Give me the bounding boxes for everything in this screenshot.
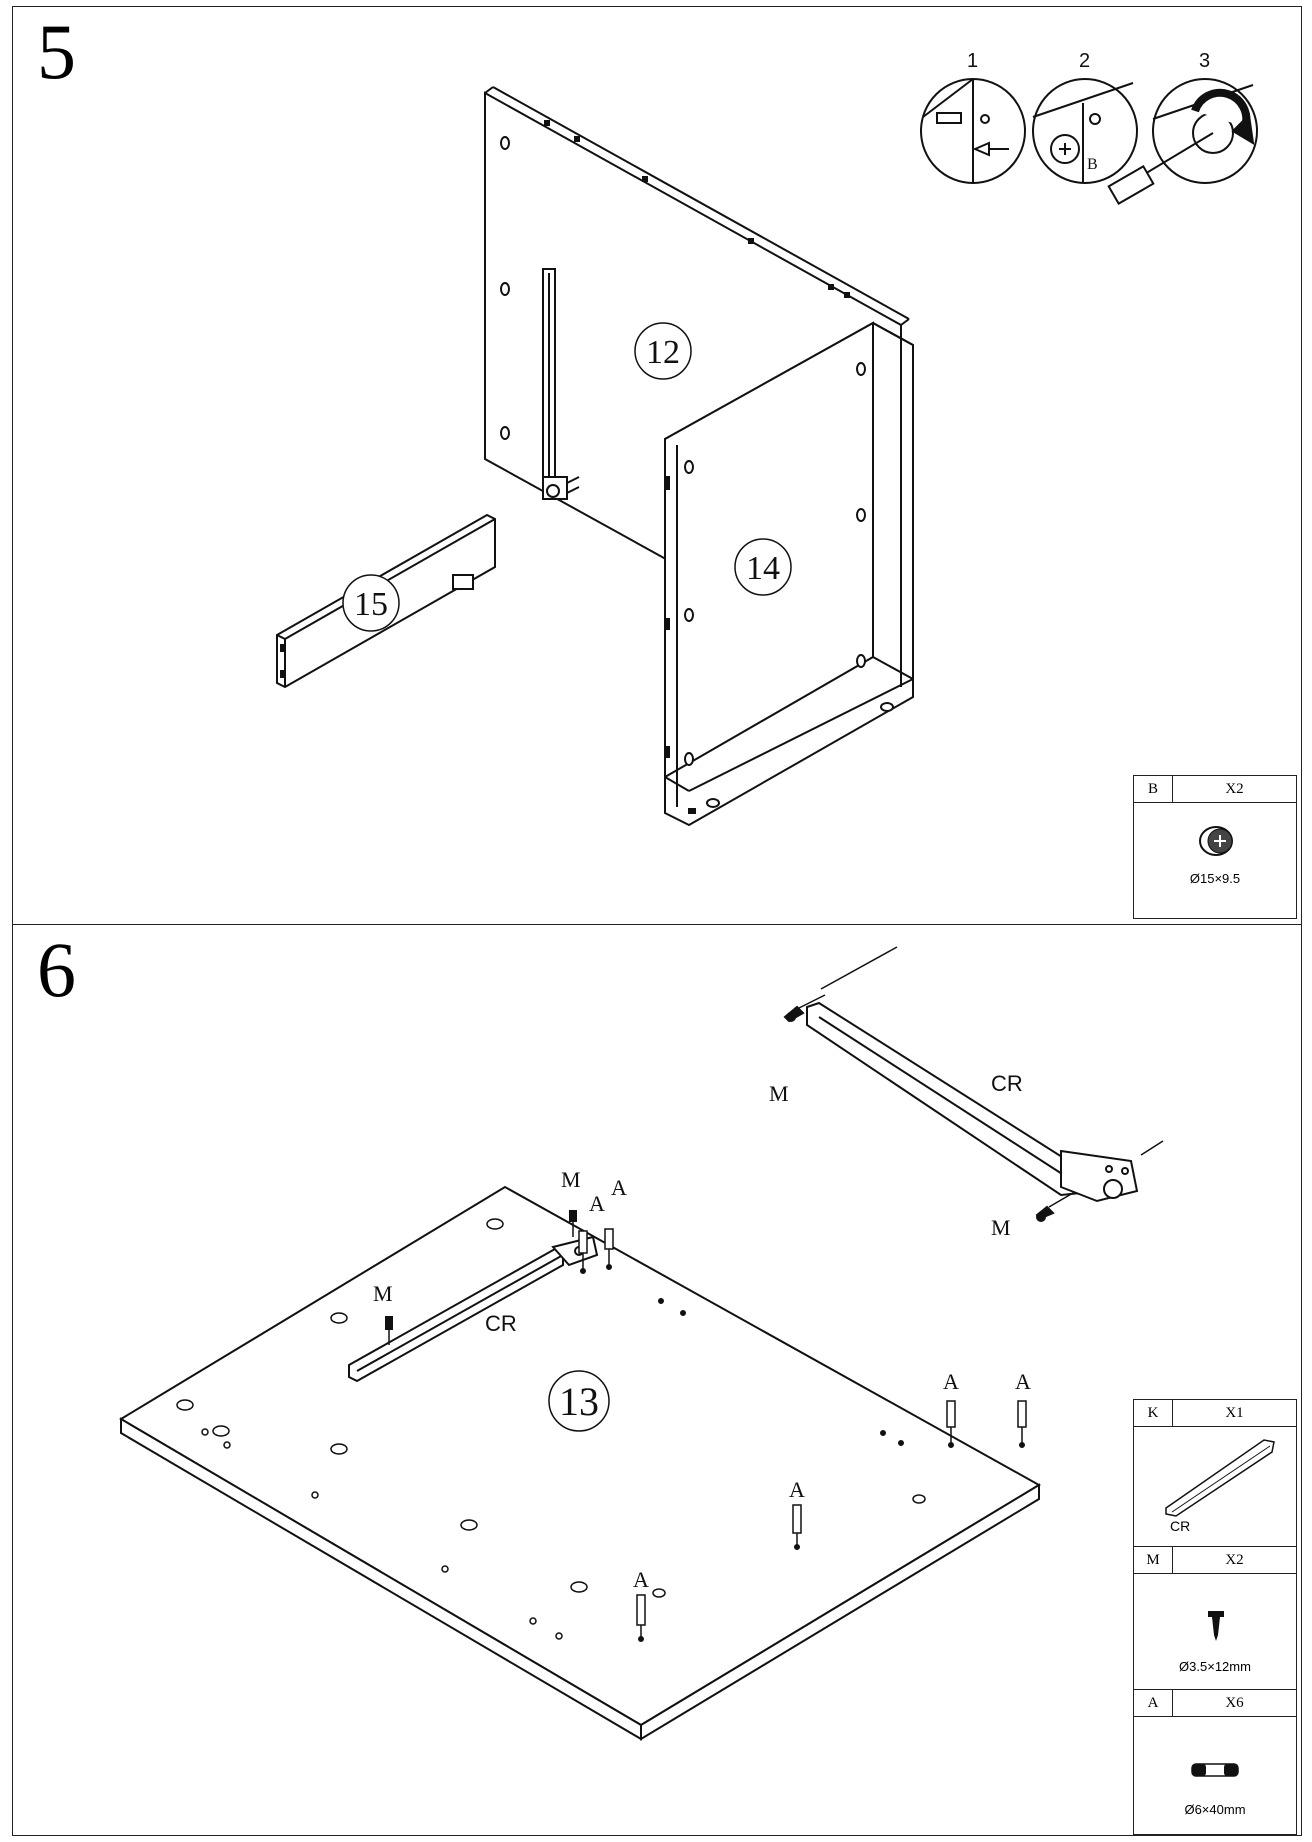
part-label-15: 15 xyxy=(354,586,388,623)
detail-step-2: 2 xyxy=(1079,50,1090,72)
hardware-legend-stack: K X1 CR M X2 Ø3.5×12mm A X6 xyxy=(1133,1399,1297,1835)
dowel-label-3: A xyxy=(943,1369,959,1394)
screw-label-3: M xyxy=(561,1167,581,1192)
hardware-legend-b: B X2 Ø15×9.5 xyxy=(1133,775,1297,919)
legend-qty: X6 xyxy=(1225,1695,1244,1711)
hardware-legend-m: M X2 Ø3.5×12mm xyxy=(1134,1547,1296,1690)
legend-dimension: Ø15×9.5 xyxy=(1189,871,1241,886)
dowel-label-6: A xyxy=(633,1567,649,1592)
step-number: 5 xyxy=(37,8,76,95)
slide-label-top: CR xyxy=(991,1071,1023,1096)
part-label-12: 12 xyxy=(646,334,680,371)
step-number: 6 xyxy=(37,926,76,1013)
screw-icon xyxy=(1208,1611,1224,1641)
screws xyxy=(783,1005,1055,1222)
dowel-icon xyxy=(1191,1763,1239,1777)
legend-code: B xyxy=(1134,776,1173,802)
legend-code: A xyxy=(1134,1690,1173,1716)
legend-caption: CR xyxy=(1170,1518,1191,1534)
cam-lock-icon xyxy=(1199,826,1233,856)
legend-dimension: Ø6×40mm xyxy=(1184,1802,1246,1817)
legend-header: B X2 xyxy=(1134,776,1296,803)
drawer-slide-icon xyxy=(1165,1439,1275,1517)
slide-label-board: CR xyxy=(485,1311,517,1336)
legend-qty: X1 xyxy=(1225,1405,1244,1421)
legend-code: K xyxy=(1134,1400,1173,1426)
legend-qty: X2 xyxy=(1225,1552,1244,1568)
detail-circles xyxy=(920,78,1258,206)
hardware-legend-a: A X6 Ø6×40mm xyxy=(1134,1690,1296,1836)
part-label-13: 13 xyxy=(559,1379,599,1424)
step-5-panel: 5 xyxy=(12,6,1302,926)
hardware-legend-k: K X1 CR xyxy=(1134,1400,1296,1547)
slide-detached xyxy=(792,946,1164,1208)
step-6-panel: 6 xyxy=(12,924,1302,1836)
part-label-14: 14 xyxy=(746,550,780,587)
legend-dimension: Ø3.5×12mm xyxy=(1179,1659,1251,1674)
dowel-label-5: A xyxy=(789,1477,805,1502)
dowel-label-1: A xyxy=(589,1191,605,1216)
legend-header: M X2 xyxy=(1134,1547,1296,1574)
detail-part-label: B xyxy=(1087,156,1098,173)
legend-qty: X2 xyxy=(1225,781,1244,797)
dowel-label-2: A xyxy=(611,1175,627,1200)
legend-code: M xyxy=(1134,1547,1173,1573)
step-5-diagram: 1 2 3 B 12 14 15 xyxy=(276,50,1258,827)
screw-label-1: M xyxy=(769,1081,789,1106)
step-6-diagram: CR CR M M M M A A A A A A 13 xyxy=(119,946,1164,1741)
detail-step-3: 3 xyxy=(1199,50,1210,72)
screw-label-2: M xyxy=(991,1215,1011,1240)
dowel-label-4: A xyxy=(1015,1369,1031,1394)
legend-header: A X6 xyxy=(1134,1690,1296,1717)
dowels xyxy=(388,1221,1027,1637)
panel-13 xyxy=(119,1185,1041,1741)
legend-header: K X1 xyxy=(1134,1400,1296,1427)
screw-label-4: M xyxy=(373,1281,393,1306)
detail-step-1: 1 xyxy=(967,50,978,72)
